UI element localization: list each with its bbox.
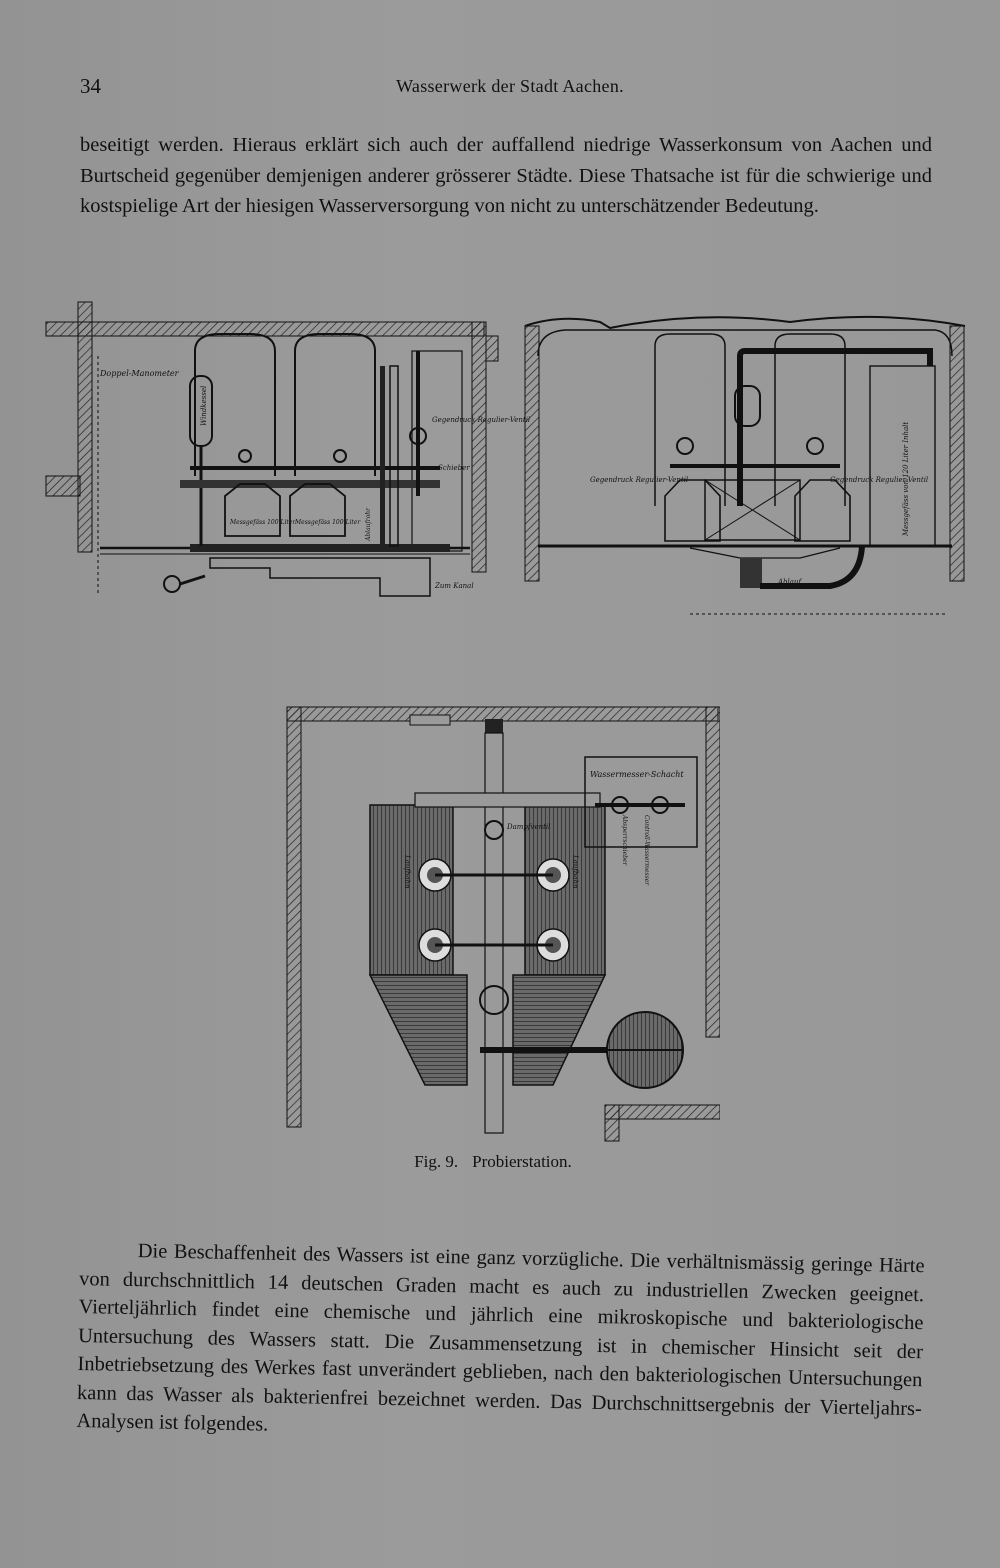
label-dampfventil: Dampfventil — [506, 823, 550, 831]
section-drawings: Doppel-Manometer Windkessel Gegendruck R… — [45, 301, 966, 615]
label-windkessel: Windkessel — [200, 386, 208, 426]
label-wassermesser-schacht: Wassermesser-Schacht — [590, 770, 684, 779]
label-messgefaess-2: Messgefäss 100 Liter — [294, 519, 361, 526]
running-title: Wasserwerk der Stadt Aachen. — [396, 76, 624, 96]
paragraph-top-text: beseitigt werden. Hieraus erklärt sich a… — [80, 134, 932, 217]
plan-drawing: Wassermesser-Schacht Dampfventil Laufbah… — [286, 706, 720, 1142]
paragraph-top: beseitigt werden. Hieraus erklärt sich a… — [80, 130, 932, 222]
page-number: 34 — [80, 74, 101, 98]
label-doppel-manometer: Doppel-Manometer — [99, 369, 180, 378]
figure-caption: Fig. 9. Probierstation. — [0, 1152, 1000, 1172]
label-messgefaess-1: Messgefäss 100 Liter — [229, 519, 296, 526]
label-right-gegendruck-right: Gegendruck Regulier-Ventil — [830, 476, 928, 484]
label-laufbahn-left: Laufbahn — [403, 854, 411, 889]
right-section-drawing: Gegendruck Regulier-Ventil Gegendruck Re… — [524, 315, 966, 615]
paragraph-bottom: Die Beschaffenheit des Wassers ist eine … — [76, 1236, 925, 1452]
figure-caption-title: Probierstation. — [472, 1152, 572, 1171]
paragraph-bottom-text: Die Beschaffenheit des Wassers ist eine … — [76, 1240, 925, 1436]
label-right-gegendruck-left: Gegendruck Regulier-Ventil — [590, 476, 688, 484]
label-controll-wassermesser: Controll-Wassermesser — [643, 815, 650, 886]
figure-caption-number: Fig. 9. — [414, 1152, 459, 1171]
label-kanal: Zum Kanal — [434, 582, 474, 590]
label-laufbahn-right: Laufbahn — [571, 854, 579, 889]
left-section-drawing: Doppel-Manometer Windkessel Gegendruck R… — [45, 301, 530, 597]
label-ablaufrohr: Ablaufrohr — [365, 507, 372, 542]
label-gegendruck-regulier-ventil: Gegendruck Regulier-Ventil — [432, 416, 530, 424]
label-schieber: Schieber — [438, 464, 470, 472]
label-ablauf: Ablauf — [777, 578, 802, 586]
label-absperrschieber: Absperrschieber — [621, 814, 628, 867]
page-header: 34 Wasserwerk der Stadt Aachen. — [80, 74, 940, 104]
label-messgefaess-inhalt: Messgefäss von 120 Liter Inhalt — [902, 422, 910, 537]
